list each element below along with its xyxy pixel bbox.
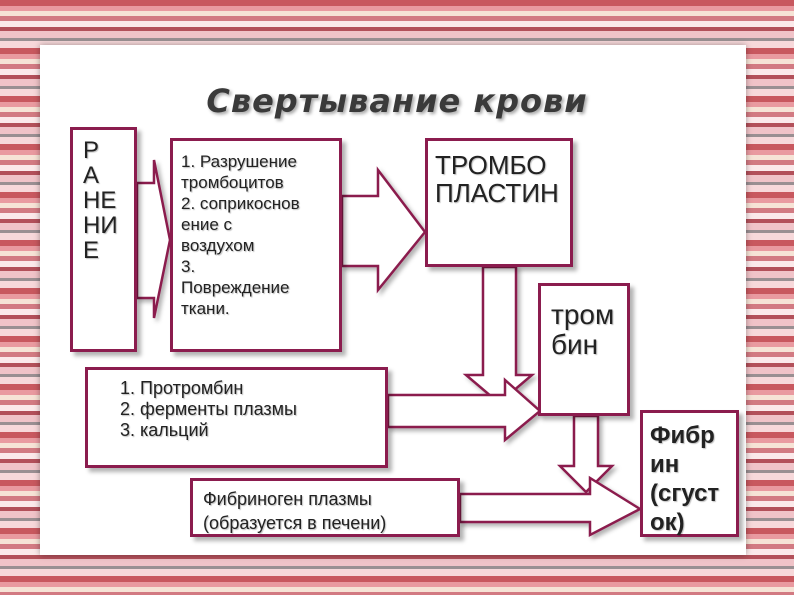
ranenie-line: Р: [83, 137, 100, 164]
trombin-box: тром бин: [538, 283, 630, 416]
ranenie-line: А: [83, 162, 100, 189]
ranenie-line: Е: [83, 237, 100, 264]
causes-line: 2. соприкоснов: [181, 194, 300, 213]
causes-line: ткани.: [181, 299, 230, 318]
ranenie-line: НЕ: [83, 187, 117, 214]
fibrin-line: ок): [650, 509, 685, 536]
tromboplastin-line: ПЛАСТИН: [435, 178, 559, 208]
fibrin-line: Фибр: [650, 422, 715, 449]
fibrinogen-box: Фибриноген плазмы (образуется в печени): [190, 478, 460, 537]
factors-box: 1. Протромбин 2. ферменты плазмы 3. каль…: [85, 367, 388, 468]
trombin-line: бин: [551, 329, 599, 360]
tromboplastin-line: ТРОМБО: [435, 150, 547, 180]
fibrin-line: ин: [650, 451, 680, 478]
factors-line: 3. кальций: [120, 420, 209, 440]
causes-line: Повреждение: [181, 278, 290, 297]
fibrin-line: (сгуст: [650, 480, 720, 507]
tromboplastin-box: ТРОМБО ПЛАСТИН: [425, 138, 573, 267]
ranenie-box: Р А НЕ НИ Е: [70, 127, 137, 352]
fibrin-box: Фибр ин (сгуст ок): [640, 410, 739, 537]
causes-line: тромбоцитов: [181, 173, 284, 192]
page-title: Свертывание крови: [206, 82, 588, 120]
fibrinogen-line: (образуется в печени): [203, 513, 387, 533]
factors-line: 2. ферменты плазмы: [120, 399, 297, 419]
factors-line: 1. Протромбин: [120, 378, 244, 398]
fibrinogen-line: Фибриноген плазмы: [203, 489, 372, 509]
ranenie-line: НИ: [83, 212, 118, 239]
trombin-line: тром: [551, 299, 615, 330]
causes-line: 3.: [181, 257, 196, 276]
causes-line: ение с: [181, 215, 233, 234]
causes-line: воздухом: [181, 236, 255, 255]
causes-box: 1. Разрушение тромбоцитов 2. соприкоснов…: [170, 138, 342, 352]
causes-line: 1. Разрушение: [181, 152, 297, 171]
